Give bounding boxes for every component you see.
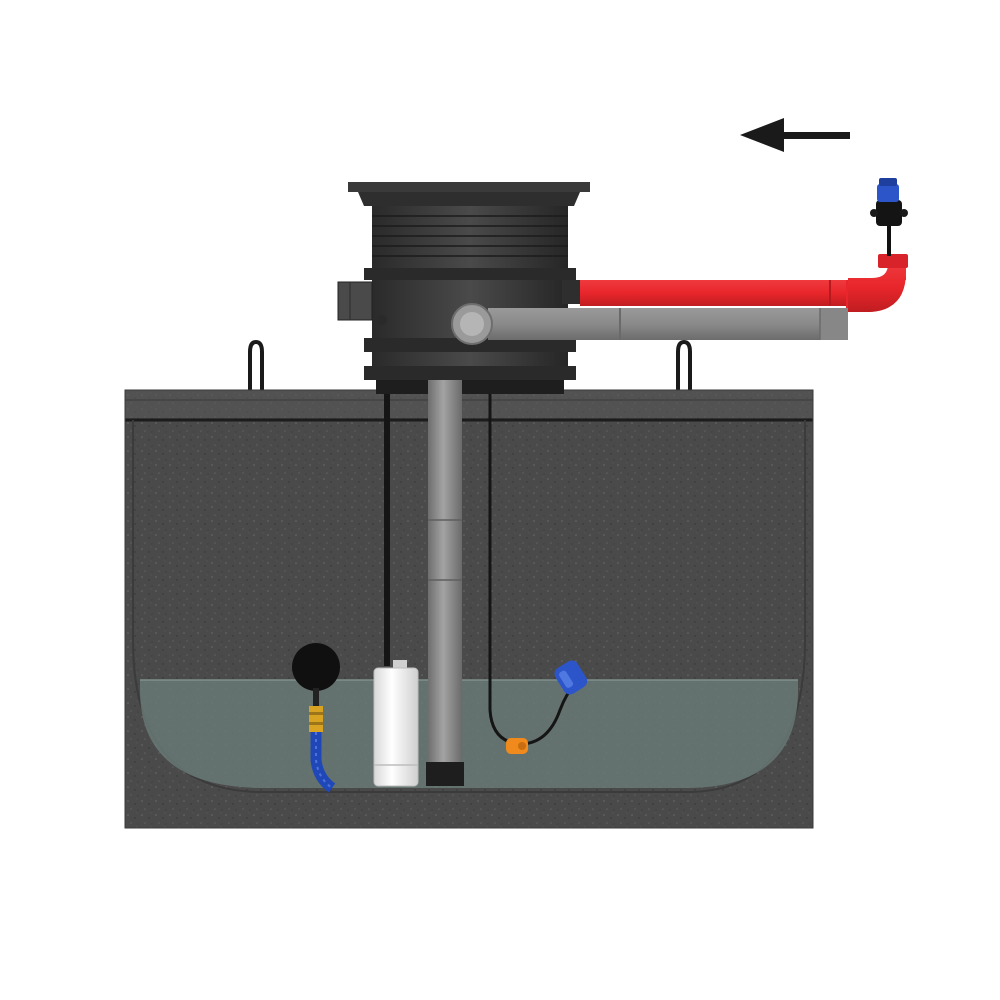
lifting-hook-left bbox=[248, 339, 264, 392]
riser-side-inlet bbox=[337, 281, 387, 325]
water-body bbox=[140, 679, 798, 788]
lifting-hook-right bbox=[676, 339, 692, 392]
access-riser bbox=[348, 182, 590, 394]
cable-weight bbox=[506, 738, 528, 754]
hose-fitting bbox=[309, 706, 323, 732]
float-switch bbox=[554, 660, 588, 695]
submersible-pump bbox=[373, 660, 419, 787]
float-ball bbox=[292, 643, 340, 706]
discharge-pipe bbox=[562, 254, 908, 312]
float-switch-cable bbox=[488, 394, 577, 746]
suction-hose bbox=[310, 732, 336, 793]
inlet-pipe bbox=[451, 303, 848, 345]
pump-cable bbox=[384, 394, 390, 666]
riser-pipe bbox=[426, 380, 464, 786]
flow-arrow-icon bbox=[740, 118, 850, 152]
check-valve bbox=[870, 178, 908, 256]
